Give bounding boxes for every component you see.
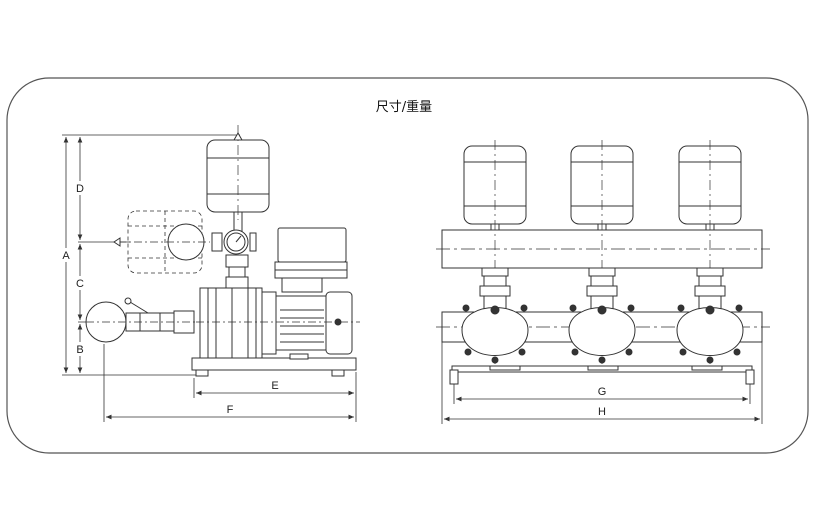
- diagram-title: 尺寸/重量: [376, 99, 432, 115]
- dim-label-b: B: [76, 344, 83, 356]
- dim-label-g: G: [598, 386, 607, 398]
- side-view: [62, 125, 360, 422]
- dim-label-f: F: [227, 404, 234, 416]
- dim-label-a: A: [62, 250, 70, 262]
- dim-label-c: C: [76, 278, 84, 290]
- dim-label-h: H: [598, 406, 606, 418]
- dim-label-d: D: [76, 183, 84, 195]
- dim-label-e: E: [271, 380, 278, 392]
- front-view: [436, 140, 770, 424]
- diagram-frame: [6, 77, 809, 454]
